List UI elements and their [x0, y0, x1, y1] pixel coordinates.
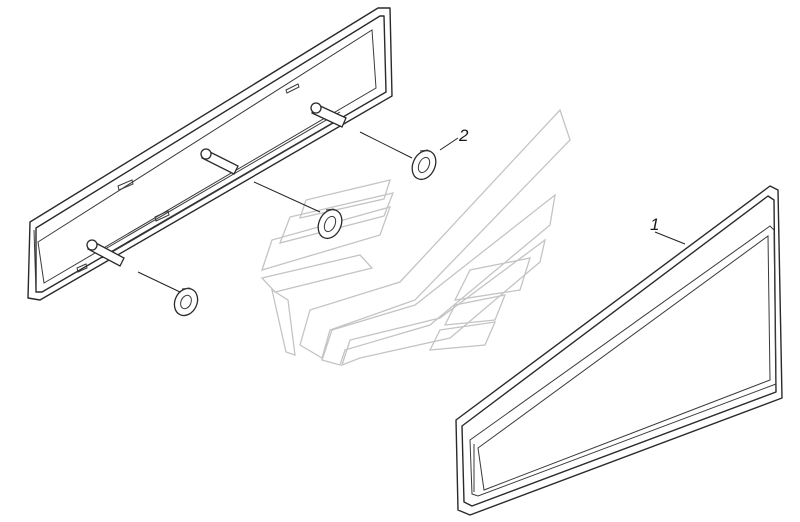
- stud-upper: [310, 102, 347, 128]
- lock-washer-upper: [411, 149, 437, 181]
- lock-washer-middle: [317, 208, 343, 240]
- license-plate: [455, 185, 783, 516]
- mounting-frame: [27, 7, 393, 301]
- callout-leader-plate: [654, 231, 686, 245]
- lock-washer-lower: [173, 287, 199, 317]
- assembly-line-upper: [359, 131, 413, 159]
- assembly-line-lower: [137, 271, 181, 293]
- stud-lower: [86, 239, 125, 267]
- watermark-logo: [260, 108, 571, 367]
- assembly-line-middle: [253, 181, 321, 213]
- callout-leader-washer: [439, 137, 459, 151]
- stud-middle: [200, 148, 239, 175]
- callout-number-plate: 1: [650, 215, 659, 234]
- callout-number-washer: 2: [458, 126, 469, 145]
